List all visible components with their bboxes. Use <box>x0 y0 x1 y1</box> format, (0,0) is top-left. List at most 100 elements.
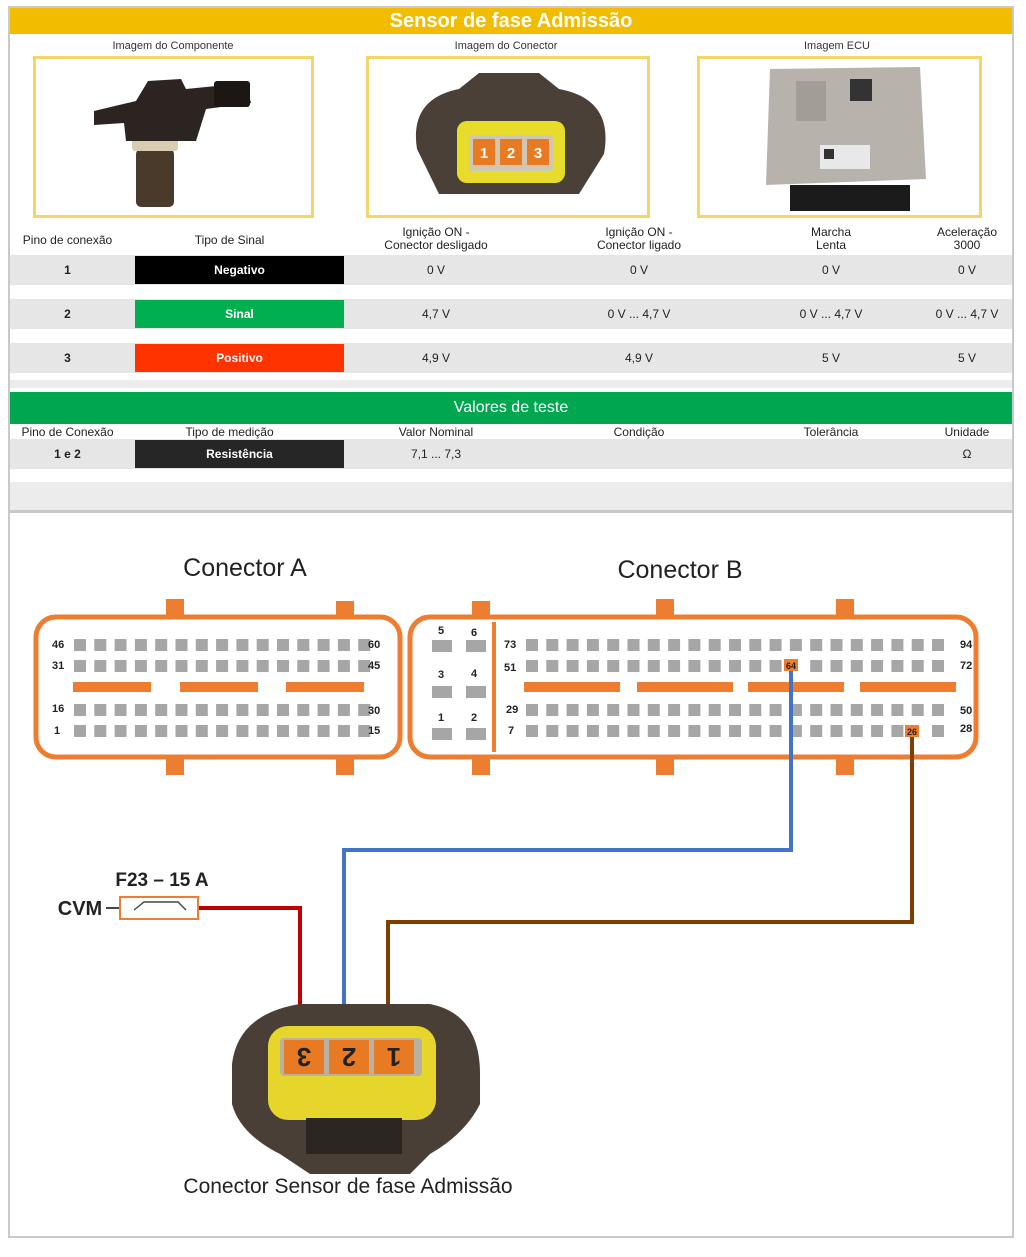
connector-pin <box>586 639 599 651</box>
section-divider <box>10 510 1012 513</box>
connector-a-pins <box>74 639 371 737</box>
connector-pin <box>256 725 269 737</box>
ecu-image-caption: Imagem ECU <box>803 40 871 52</box>
connector-pin <box>175 725 188 737</box>
connector-pin <box>769 660 782 672</box>
connector-pin <box>586 725 599 737</box>
row-pin: 2 <box>64 307 71 321</box>
connector-pin <box>236 725 249 737</box>
ecu-pin-26 <box>905 725 919 737</box>
connector-pin <box>769 704 782 716</box>
connector-pin <box>932 725 944 737</box>
connector-pin <box>94 639 107 651</box>
row-value: 4,9 V <box>421 351 451 365</box>
signal-type-badge: Positivo <box>135 344 344 372</box>
connector-pin <box>317 704 330 716</box>
connector-b-title: Conector B <box>617 556 742 584</box>
row-spacer <box>10 380 1012 388</box>
conn-b-label: 7 <box>508 725 514 737</box>
page-title: Sensor de fase Admissão <box>10 8 1012 34</box>
connector-pin <box>358 660 371 672</box>
conn-a-label: 16 <box>52 703 64 715</box>
connector-pin <box>175 660 188 672</box>
conn-b-label: 5 <box>438 625 444 637</box>
connector-pin <box>546 639 559 651</box>
connector-pin <box>627 639 640 651</box>
connector-pin <box>175 639 188 651</box>
connector-pin <box>114 639 127 651</box>
conn-a-label: 31 <box>52 660 64 672</box>
ecu-pin-26-label: 26 <box>907 727 917 737</box>
connector-pin <box>256 660 269 672</box>
connector-pin <box>668 725 681 737</box>
signal-type-badge: Negativo <box>135 256 344 284</box>
connector-b-pins <box>526 639 944 737</box>
connector-pin <box>850 725 863 737</box>
conn-b-label: 28 <box>960 723 972 735</box>
test-col-pin: Pino de Conexão <box>21 425 114 439</box>
connector-pin <box>911 639 924 651</box>
conn-a-label: 60 <box>368 639 380 651</box>
connector-b-power-pins <box>432 640 486 740</box>
connector-pin <box>647 639 660 651</box>
connector-pin <box>729 660 741 672</box>
connector-pin <box>708 639 721 651</box>
conn-b-label: 73 <box>504 639 516 651</box>
table-row: 1 Negativo 0 V 0 V 0 V 0 V <box>10 255 1012 285</box>
test-col-tolerance: Tolerância <box>803 425 859 439</box>
connector-pin <box>256 639 269 651</box>
row-value: 0 V <box>957 263 976 277</box>
connector-pin <box>337 704 350 716</box>
sensor-pin-1: 1 <box>387 1042 401 1072</box>
connector-pin <box>195 639 208 651</box>
connector-pin <box>647 725 660 737</box>
sensor-pin-2: 2 <box>342 1042 356 1072</box>
connector-pin <box>358 704 371 716</box>
connector-pin <box>114 660 127 672</box>
conn-b-label: 6 <box>471 627 477 639</box>
connector-pin <box>607 639 620 651</box>
conn-b-label: 2 <box>471 712 477 724</box>
connector-pin <box>688 639 701 651</box>
col-header-accel: Aceleração 3000 <box>936 225 998 252</box>
test-row-pin: 1 e 2 <box>54 447 81 461</box>
connector-pin <box>155 704 168 716</box>
connector-pin <box>830 704 843 716</box>
connector-pin <box>216 725 229 737</box>
positive-wire <box>198 906 302 1046</box>
connector-pin <box>155 639 168 651</box>
connector-pin <box>871 639 884 651</box>
table-row: 3 Positivo 4,9 V 4,9 V 5 V 5 V <box>10 343 1012 373</box>
connector-pin <box>830 725 843 737</box>
connector-pin <box>566 639 579 651</box>
connector-pin <box>891 660 904 672</box>
connector-pin <box>566 725 579 737</box>
connector-photo-illustration: 1 2 3 <box>415 73 606 194</box>
conn-a-label: 46 <box>52 639 64 651</box>
connector-pin <box>688 725 701 737</box>
connector-pin <box>546 704 559 716</box>
cam-sensor-illustration <box>94 79 251 207</box>
connector-pin <box>94 704 107 716</box>
table-row: 1 e 2 Resistência 7,1 ... 7,3 Ω <box>10 439 1012 469</box>
connector-pin <box>810 704 823 716</box>
ecu-image <box>697 56 982 218</box>
connector-pin <box>688 704 701 716</box>
connector-pin <box>526 660 538 672</box>
signal-wire <box>342 671 793 1046</box>
connector-pin <box>708 725 721 737</box>
connector-pin <box>830 660 843 672</box>
connector-pin <box>155 660 168 672</box>
row-value: 4,7 V <box>421 307 451 321</box>
connector-pin <box>668 639 681 651</box>
connector-pin <box>932 660 944 672</box>
connector-a <box>33 599 403 775</box>
connector-pin <box>607 704 620 716</box>
row-pin: 1 <box>64 263 71 277</box>
connector-pin <box>708 704 721 716</box>
connector-pin <box>337 725 350 737</box>
conn-b-label: 29 <box>506 704 518 716</box>
connector-pin <box>236 704 249 716</box>
connector-pin <box>114 704 127 716</box>
connector-pin <box>647 704 660 716</box>
